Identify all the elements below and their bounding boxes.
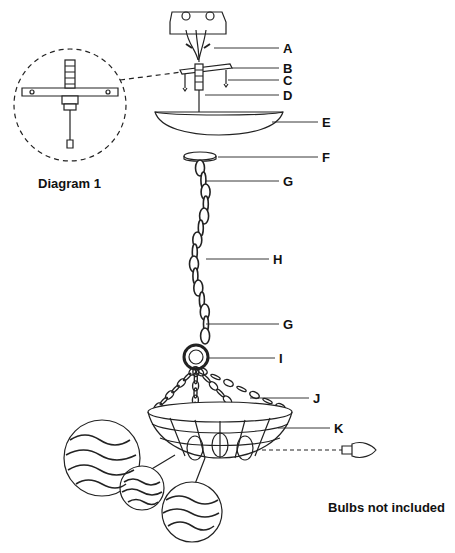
callout-letter: G [283,175,293,188]
callout-letter: H [273,253,282,266]
callout-letter: E [322,116,331,129]
callout-letter: F [322,151,330,164]
caption-label: Bulbs not included [328,501,445,514]
callout-letter: G [283,318,293,331]
callout-letter: J [313,392,320,405]
callout-letter: A [283,42,292,55]
callout-letter: I [279,352,283,365]
caption-label: Diagram 1 [38,177,101,190]
callout-letter: C [283,74,292,87]
callout-letter: D [283,89,292,102]
callout-letter: K [334,422,343,435]
